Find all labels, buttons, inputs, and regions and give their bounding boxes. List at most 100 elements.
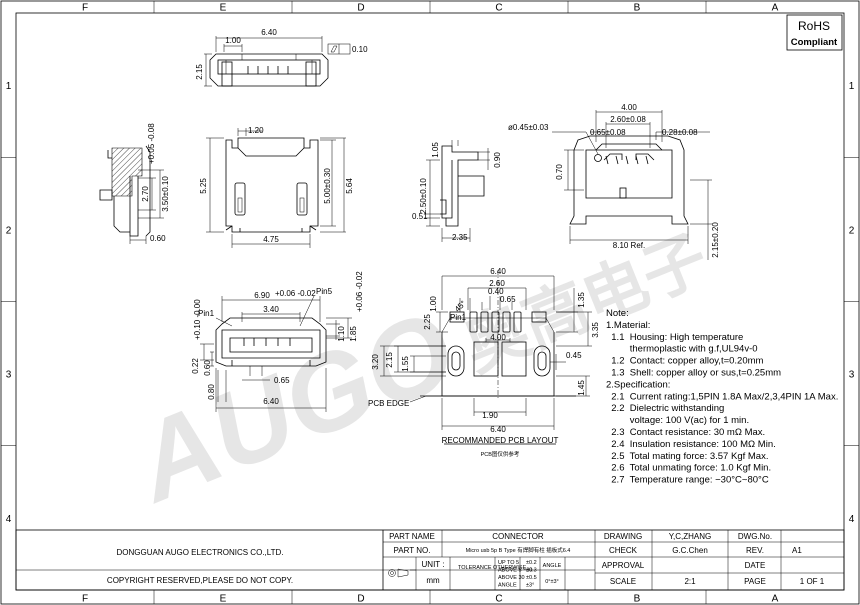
tolerance-range: ABOVE 5 ~30 [498,568,532,574]
note-line: 1.3 Shell: copper alloy or sus,t=0.25mm [606,368,781,379]
pcb-dim-45: 45° [453,299,468,314]
grid-col-label-top: F [82,3,88,14]
grid-row-label-left: 3 [6,370,12,381]
grid-row-label-left: 4 [6,514,12,525]
scale-value: 2:1 [684,577,696,586]
grid-row-label-left: 2 [6,225,12,236]
pcb-dim-260: 2.60 [489,279,505,288]
grid-row-label-left: 1 [6,81,12,92]
check-value: G.C.Chen [672,546,708,555]
top-view: 6.40 1.00 2.15 0.10 [195,28,368,87]
dim-top-left: 1.00 [225,36,241,45]
note-line: 2.7 Temperature range: −30°C~80°C [606,475,769,486]
grid-row-label-right: 4 [849,514,855,525]
dim-mid-top: 1.05 [431,142,440,158]
dim-right-045: ø0.45±0.03 [508,123,549,132]
note-line: 2.6 Total unmating force: 1.0 Kgf Min. [606,463,771,474]
pcb-dim-065: 0.65 [500,295,516,304]
pcb-dim-215: 2.15 [385,352,394,368]
dim-bottom-010: +0.10 -0.00 [193,299,202,340]
note-line: 1.2 Contact: copper alloy,t=0.20mm [606,356,764,367]
pcb-dim-045: 0.45 [566,351,582,360]
part-no-value: Micro usb 5p B Type 有焊脚有柱 插板式6.4 [466,546,571,554]
date-label: DATE [745,561,766,570]
pcb-dim-135: 1.35 [577,292,586,308]
rev-label: REV. [746,546,764,555]
drawing-value: Y,C,ZHANG [669,532,712,541]
note-line: 2.3 Contact resistance: 30 mΩ Max. [606,427,765,438]
scale-label: SCALE [610,577,636,586]
grid-col-label-top: A [772,3,779,14]
check-label: CHECK [609,546,638,555]
dim-front-left: 5.25 [199,178,208,194]
front-view: 1.20 5.25 5.00±0.30 5.64 4.75 [199,126,354,248]
approval-label: APPROVAL [602,561,645,570]
pcb-pin1-label: Pin1 [450,313,467,322]
dim-left-b: 3.50±0.10 [161,176,170,212]
dwg-no-label: DWG.No. [738,532,772,541]
dim-bottom-080: 0.80 [207,384,216,400]
left-side-view: 2.70 +0.05 -0.08 3.50±0.10 0.60 [99,123,170,244]
tolerance-value: ±0.2 [526,560,537,566]
dim-left-a: 2.70 [141,186,150,202]
dim-bottom-065: 0.65 [274,376,290,385]
pcb-layout-subtitle: PCB图仅供参考 [481,450,520,458]
unit-value: mm [426,576,440,585]
dim-front-right-inner: 5.00±0.30 [323,168,332,204]
dim-right-810: 8.10 Ref. [613,241,645,250]
dim-right-028: 0.28±0.08 [662,128,698,137]
pcb-dim-335: 3.35 [591,322,600,338]
grid-col-label-bottom: C [495,594,502,605]
dim-mid-mid: 0.90 [493,152,502,168]
pcb-layout: 6.40 2.60 0.40 0.65 1.00 2.25 1.35 3.35 … [368,267,600,458]
grid-col-label-bottom: F [82,594,88,605]
dim-bottom-690-tol: +0.06 -0.02 [275,289,316,298]
tolerance-range: ANGLE [498,583,517,589]
rohs-subtitle: Compliant [791,37,838,48]
grid-col-label-bottom: A [772,594,779,605]
grid-col-label-top: C [495,3,502,14]
dim-bottom-185: 1.85 [349,326,358,342]
dim-right-260: 2.60±0.08 [610,115,646,124]
pcb-dim-640-top: 6.40 [490,267,506,276]
bottom-pin5-label: Pin5 [316,287,333,296]
part-name-label: PART NAME [389,532,435,541]
note-line: 1.Material: [606,320,650,331]
watermark-latin: AUGO [116,288,471,527]
tolerance-range: ABOVE 30 [498,575,525,581]
dim-top-height: 2.15 [195,64,204,80]
dim-mid-bottom: 2.35 [452,233,468,242]
grid-col-label-top: E [220,3,227,14]
note-line: Note: [606,308,629,319]
tolerance-value: ±3° [526,583,534,589]
grid-col-label-top: B [634,3,641,14]
unit-label: UNIT : [422,560,445,569]
note-line: thermoplastic with g.f,UL94v-0 [606,344,758,355]
note-line: 2.4 Insulation resistance: 100 MΩ Min. [606,439,776,450]
note-line: 1.1 Housing: High temperature [606,332,743,343]
dim-top-width: 6.40 [261,28,277,37]
dim-right-065: 0.65±0.08 [590,128,626,137]
note-line: 2.Specification: [606,379,670,390]
page-value: 1 OF 1 [800,577,825,586]
dim-front-top: 1.20 [248,126,264,135]
note-line: voltage: 100 V(ac) for 1 min. [606,415,749,426]
dim-right-215: 2.15±0.20 [711,222,720,258]
dim-mid-small: 0.51 [412,212,428,221]
right-view: 4.00 2.60±0.08 ø0.45±0.03 0.65±0.08 0.28… [508,103,720,260]
tolerance-value: ±0.5 [526,575,537,581]
note-line: 2.5 Total mating force: 3.57 Kgf Max. [606,451,768,462]
grid-row-label-right: 3 [849,370,855,381]
title-block: DONGGUAN AUGO ELECTRONICS CO.,LTD. COPYR… [15,529,845,591]
bottom-view: 6.90 +0.06 -0.02 3.40 Pin1 Pin5 1.10 1.8… [191,271,364,412]
dim-mid-left: 2.50±0.10 [419,178,428,214]
grid-col-label-bottom: B [634,594,641,605]
pcb-dim-155: 1.55 [401,356,410,372]
dim-bottom-185-tol: +0.06 -0.02 [355,271,364,312]
rev-value: A1 [792,546,802,555]
note-line: 2.2 Dielectric withstanding [606,403,724,414]
dim-bottom-060: 0.60 [203,360,212,376]
notes-block: Note:1.Material: 1.1 Housing: High tempe… [606,308,838,486]
dim-front-right-outer: 5.64 [345,178,354,194]
flatness-value: 0.10 [352,45,368,54]
